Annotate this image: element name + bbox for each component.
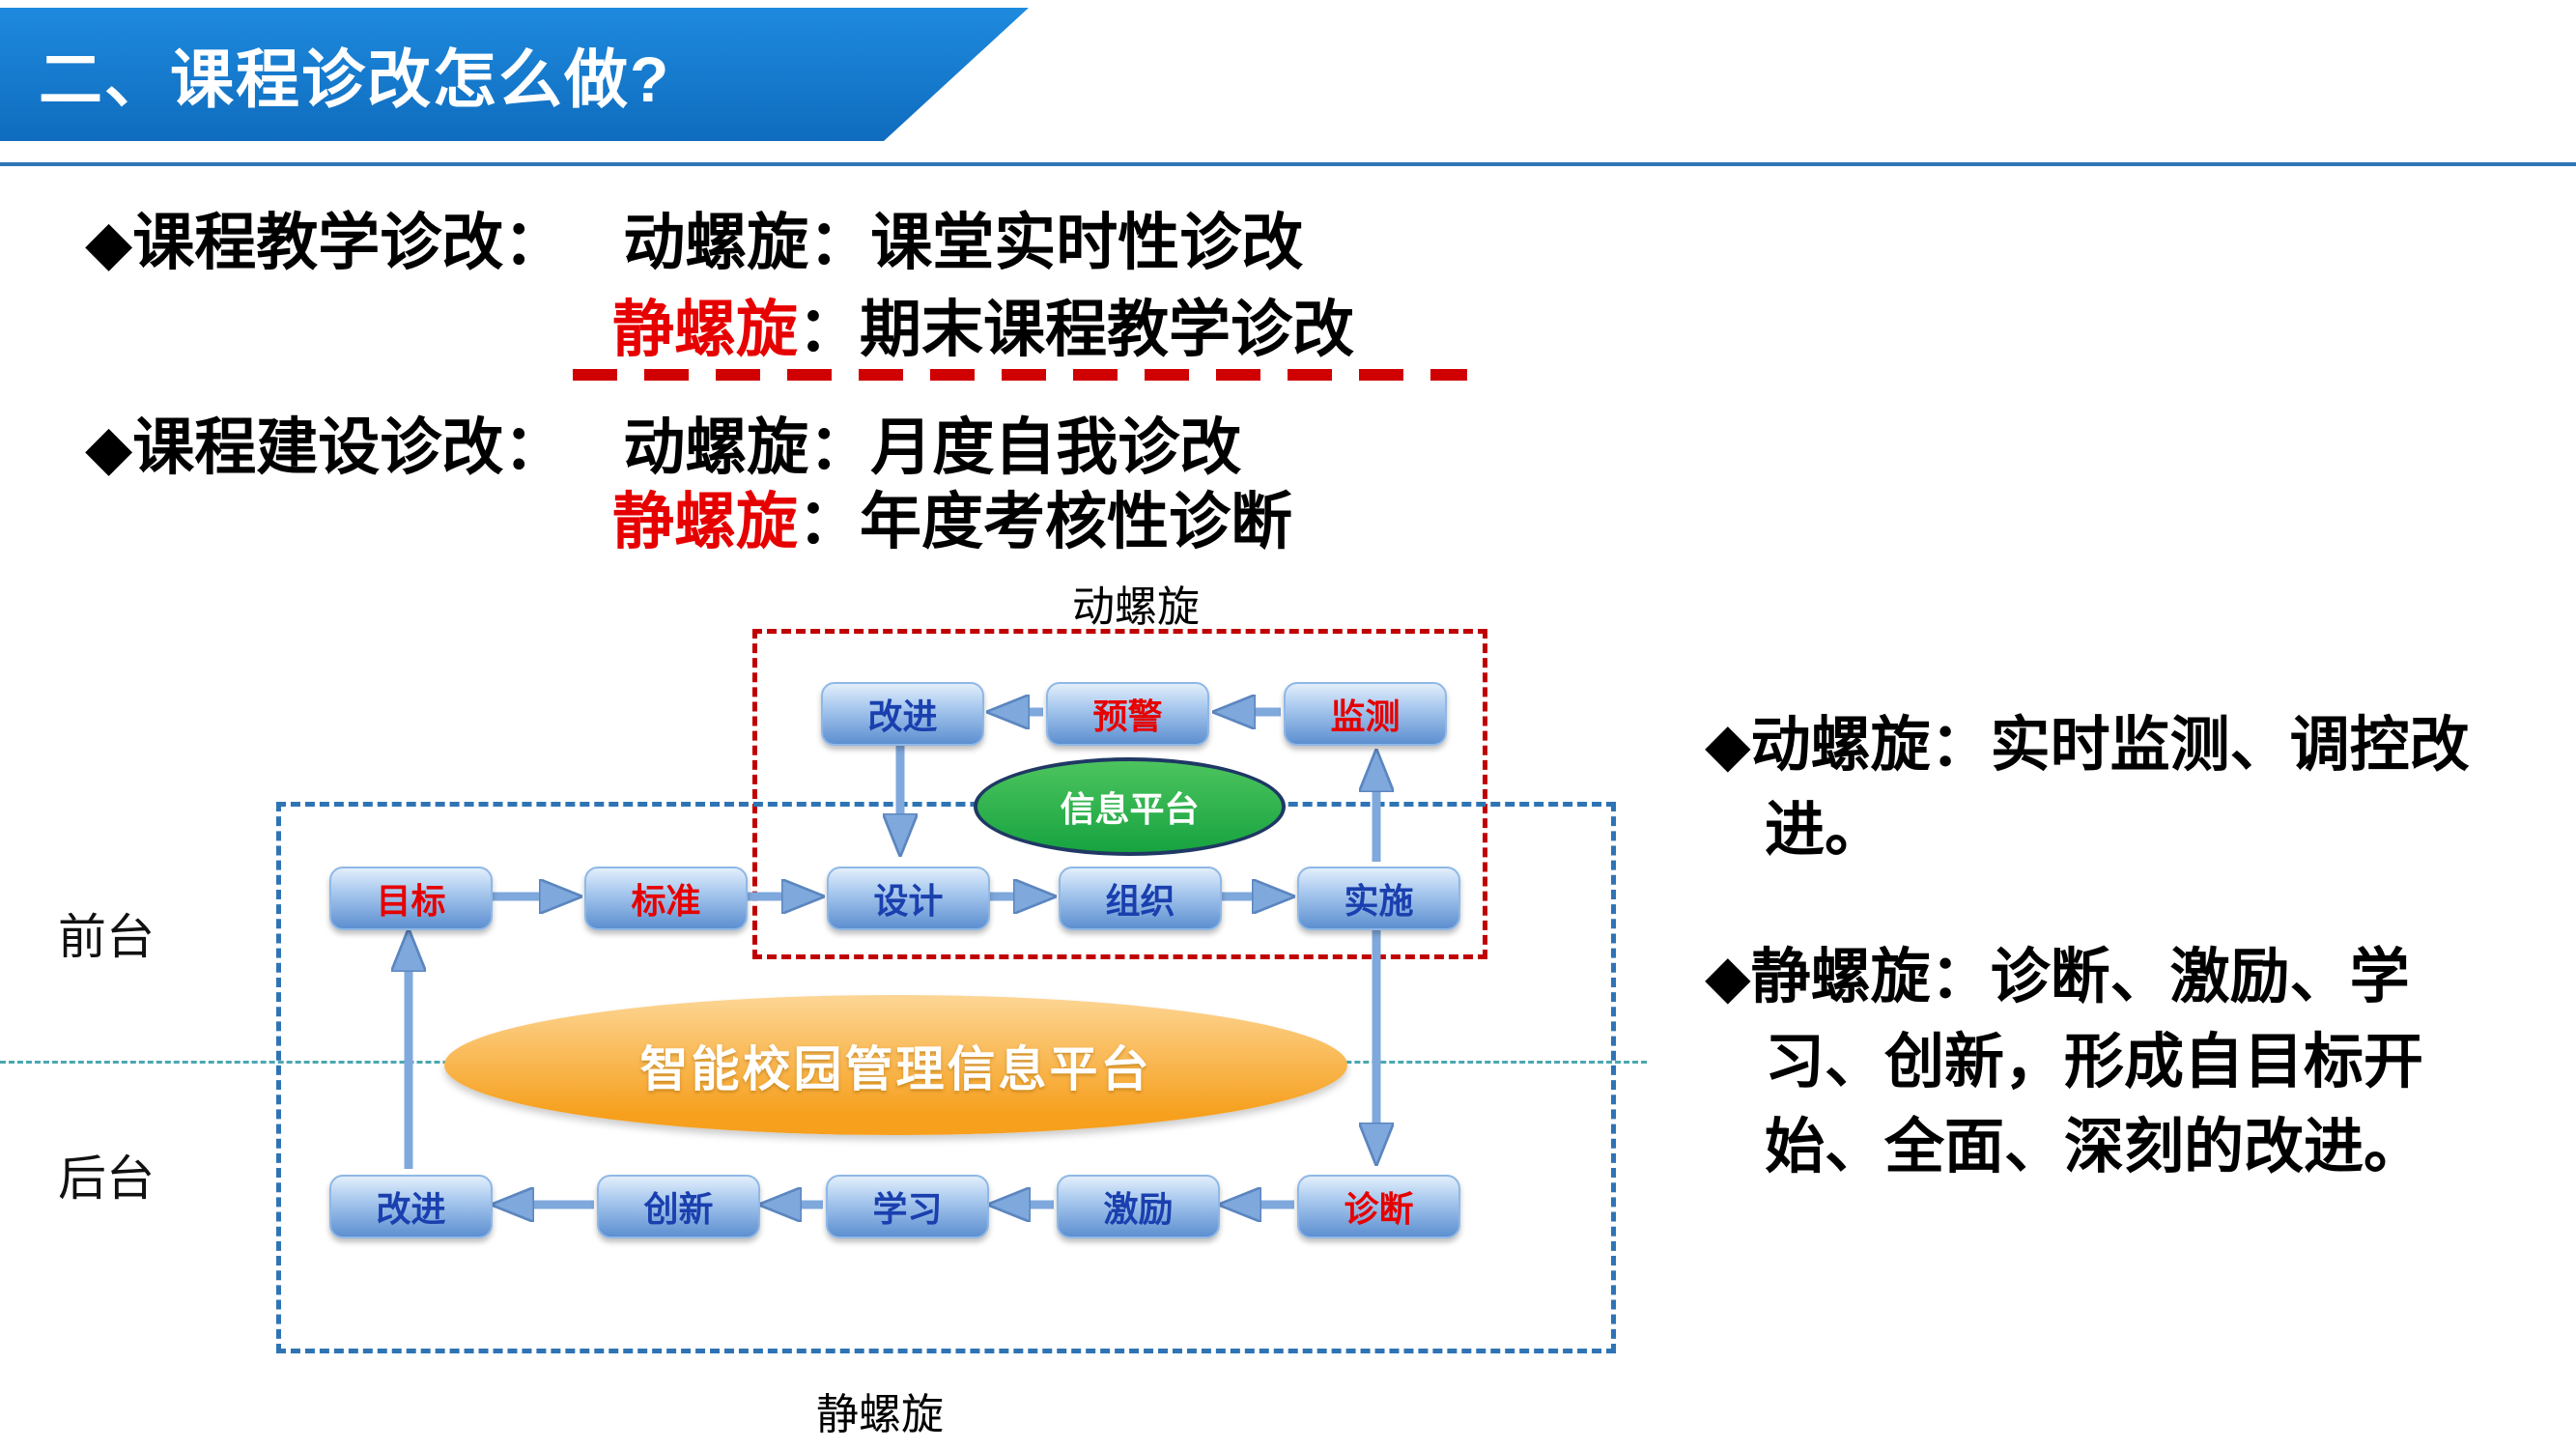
back-stage-label: 后台 — [58, 1151, 155, 1206]
static-spiral-note: ◆静螺旋：诊断、激励、学习、创新，形成自目标开始、全面、深刻的改进。 — [1705, 944, 2424, 1180]
node-innovate: 创新 — [597, 1175, 760, 1238]
section-heading: 课程建设诊改： — [132, 412, 566, 482]
front-stage-label: 前台 — [58, 910, 155, 964]
node-improve-bottom: 改进 — [329, 1175, 493, 1238]
static-spiral-label: 静螺旋 — [612, 487, 798, 556]
static-spiral-label: 静螺旋 — [612, 295, 798, 364]
node-diagnose: 诊断 — [1297, 1175, 1460, 1238]
dyn-spiral-text: 动螺旋：月度自我诊改 — [623, 412, 1242, 482]
teaching-diagnosis-line: ◆课程教学诊改： 动螺旋：课堂实时性诊改 — [85, 193, 1303, 282]
dyn-spiral-text: 动螺旋：课堂实时性诊改 — [623, 208, 1304, 277]
node-goal: 目标 — [329, 867, 493, 930]
info-platform-ellipse: 信息平台 — [974, 757, 1286, 856]
page-title: 二、课程诊改怎么做? — [39, 43, 671, 115]
node-organize: 组织 — [1059, 867, 1222, 930]
dynamic-spiral-caption: 动螺旋 — [1072, 583, 1200, 631]
node-design: 设计 — [827, 867, 990, 930]
bullet-diamond-icon: ◆ — [85, 412, 133, 482]
header-divider — [0, 162, 2576, 166]
static-spiral-caption: 静螺旋 — [816, 1391, 944, 1438]
dynamic-spiral-note: ◆动螺旋：实时监测、调控改进。 — [1705, 712, 2470, 864]
static-spiral-text: ：期末课程教学诊改 — [798, 295, 1354, 364]
bullet-diamond-icon: ◆ — [85, 208, 133, 277]
node-warn: 预警 — [1046, 682, 1209, 746]
static-spiral-frame — [276, 802, 1616, 1353]
construction-static-line: 静螺旋：年度考核性诊断 — [612, 472, 1292, 561]
construction-diagnosis-line: ◆课程建设诊改： 动螺旋：月度自我诊改 — [85, 398, 1241, 487]
smart-campus-platform-ellipse: 智能校园管理信息平台 — [444, 995, 1347, 1135]
red-dashed-underline — [573, 369, 1467, 381]
title-banner: 二、课程诊改怎么做? — [0, 8, 1029, 141]
dynamic-spiral-frame — [752, 629, 1487, 959]
teaching-static-line: 静螺旋：期末课程教学诊改 — [612, 280, 1354, 369]
static-spiral-text: ：年度考核性诊断 — [798, 487, 1292, 556]
section-heading: 课程教学诊改： — [132, 208, 566, 277]
node-motivate: 激励 — [1057, 1175, 1220, 1238]
node-monitor: 监测 — [1284, 682, 1447, 746]
node-improve-top: 改进 — [821, 682, 984, 746]
node-learn: 学习 — [826, 1175, 989, 1238]
node-implement: 实施 — [1297, 867, 1460, 930]
node-standard: 标准 — [584, 867, 748, 930]
